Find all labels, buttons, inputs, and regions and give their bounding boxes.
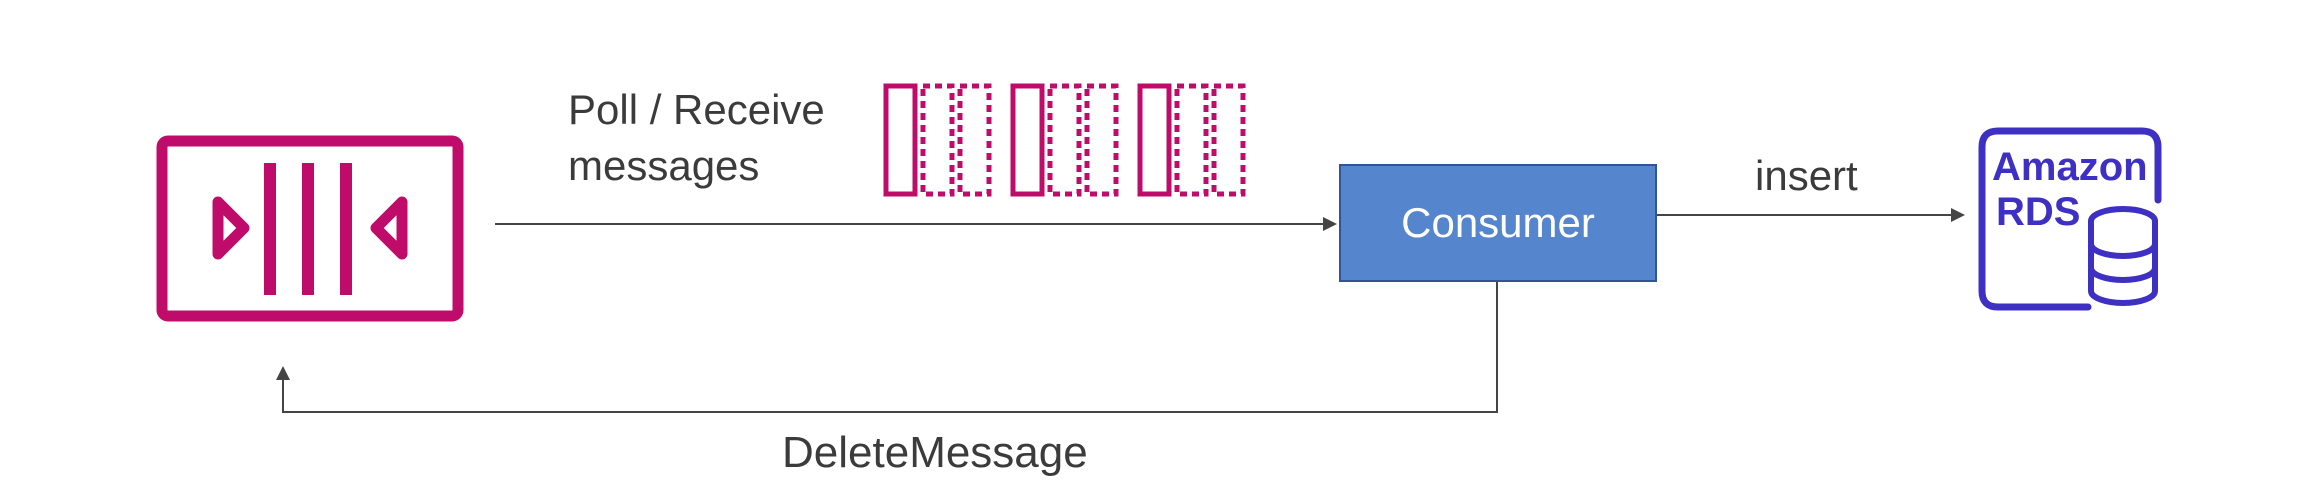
sqs-queue-icon bbox=[156, 135, 464, 322]
insert-label: insert bbox=[1755, 152, 1858, 199]
rds-amazon-label: Amazon bbox=[1992, 145, 2148, 189]
consumer-node[interactable]: Consumer bbox=[1339, 164, 1657, 282]
delete-message-label: DeleteMessage bbox=[782, 428, 1088, 477]
message-dashed bbox=[1084, 83, 1119, 197]
message-solid bbox=[883, 83, 918, 197]
message-batch bbox=[883, 83, 1246, 197]
delete-message-arrow bbox=[276, 282, 1498, 413]
message-solid bbox=[1010, 83, 1045, 197]
consumer-label: Consumer bbox=[1401, 199, 1595, 246]
poll-receive-label-line1: Poll / Receive bbox=[568, 86, 825, 133]
poll-receive-label: Poll / Receive messages bbox=[568, 82, 825, 194]
message-solid bbox=[1137, 83, 1172, 197]
message-dashed bbox=[1047, 83, 1082, 197]
message-dashed bbox=[1174, 83, 1209, 197]
rds-database-icon bbox=[1978, 127, 2162, 311]
message-dashed bbox=[920, 83, 955, 197]
message-dashed bbox=[1211, 83, 1246, 197]
poll-receive-label-line2: messages bbox=[568, 142, 760, 189]
message-dashed bbox=[957, 83, 992, 197]
rds-rds-label: RDS bbox=[1996, 190, 2081, 234]
